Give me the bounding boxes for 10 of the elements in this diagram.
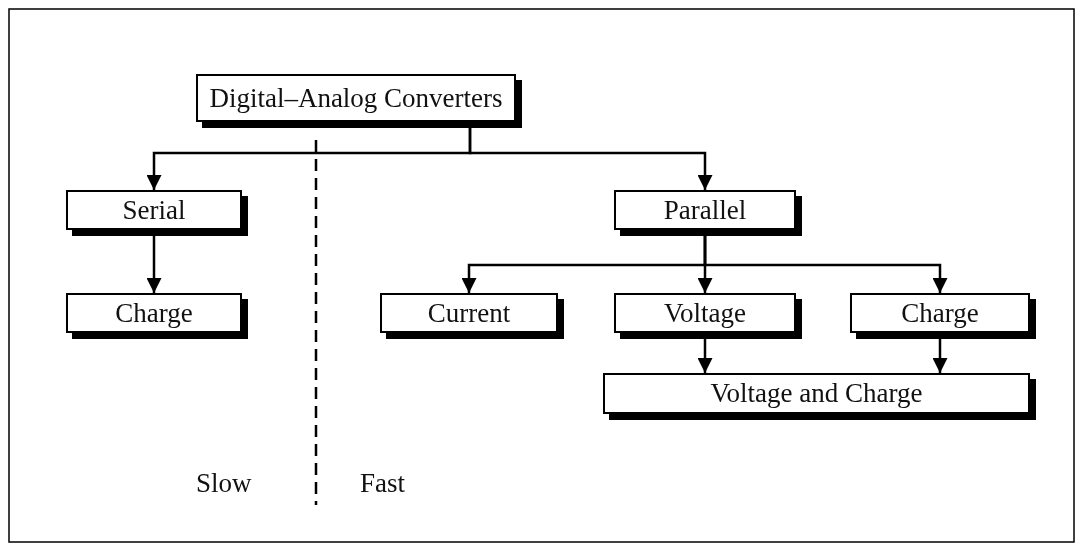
speed-label: Slow xyxy=(196,468,252,499)
box-label: Digital–Analog Converters xyxy=(209,82,503,114)
box-label: Charge xyxy=(115,297,193,329)
box-label: Voltage xyxy=(664,297,746,329)
speed-label: Fast xyxy=(360,468,405,499)
box-label: Charge xyxy=(901,297,979,329)
box-label: Voltage and Charge xyxy=(710,378,923,409)
box-label: Current xyxy=(427,297,511,329)
box-label: Parallel xyxy=(663,194,747,226)
box-label: Serial xyxy=(122,194,186,226)
